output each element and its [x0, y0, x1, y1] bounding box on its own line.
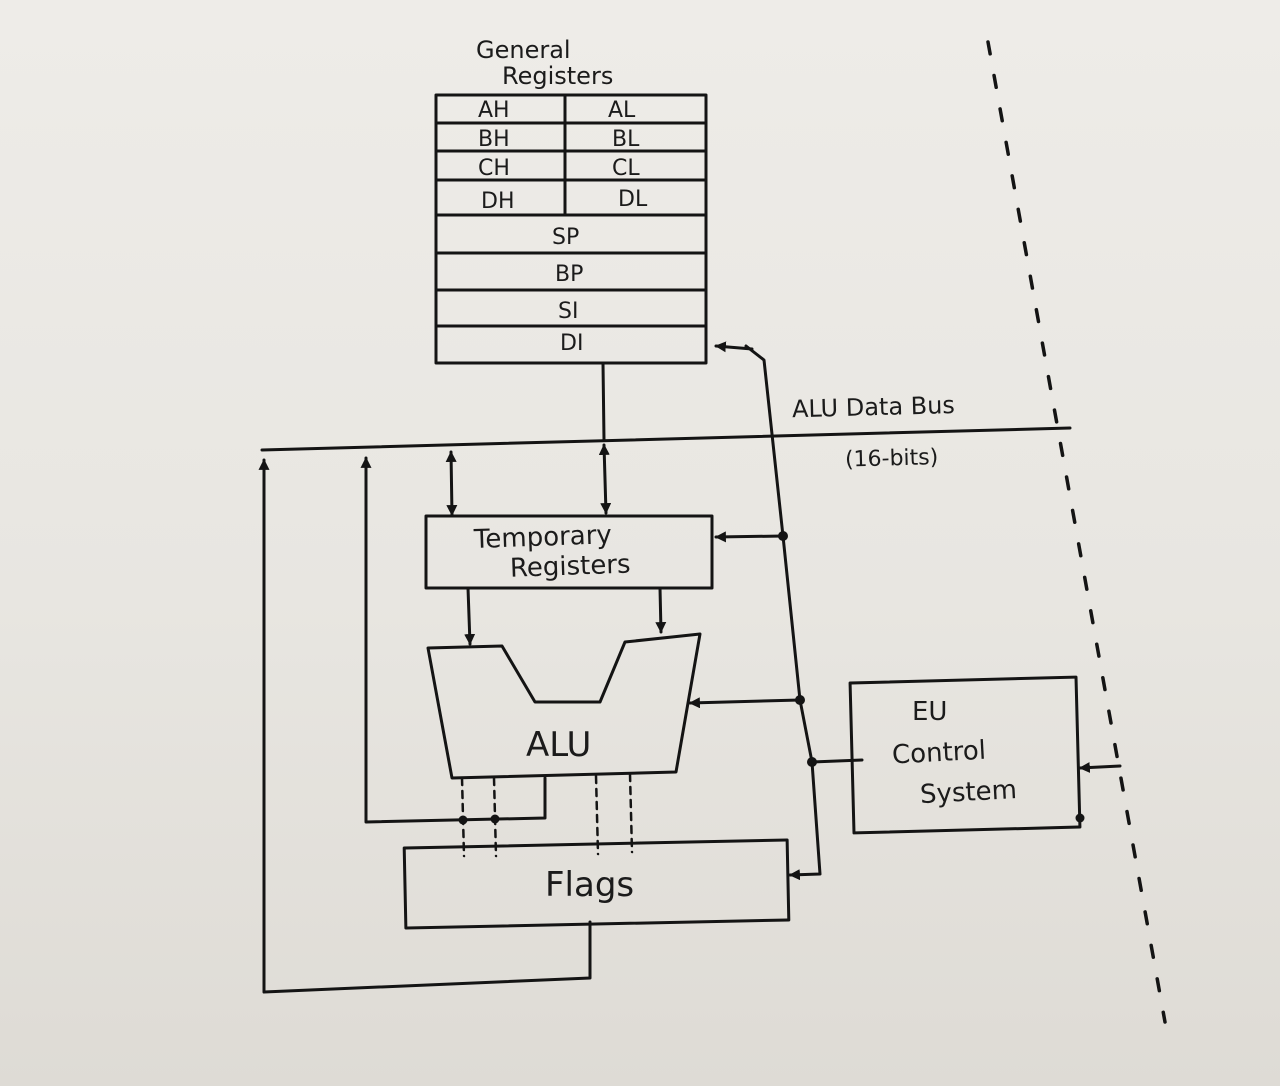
- register-label-high: BH: [478, 127, 510, 152]
- register-label-low: BL: [612, 127, 640, 152]
- alu-data-bus-line: [260, 426, 1072, 452]
- temporary-registers-box: [424, 514, 714, 590]
- pointer-register-label: SI: [558, 299, 578, 324]
- general-registers-frame: [434, 93, 708, 365]
- registers-bus-link: [601, 361, 606, 442]
- pointer-register-label: SP: [552, 225, 579, 250]
- eu-biu-boundary: [986, 40, 1167, 1024]
- general-registers-block: [434, 93, 708, 365]
- pointer-register-label: BP: [555, 262, 583, 287]
- register-label-low: CL: [612, 156, 640, 181]
- register-label-high: CH: [478, 156, 510, 181]
- eu-control-label-line2: Control: [891, 736, 986, 771]
- control-trunk-lower: [798, 698, 814, 764]
- eu-control-system-box: [848, 675, 1082, 835]
- eu-control-label-line3: System: [919, 775, 1017, 810]
- flags-box: [402, 838, 791, 930]
- bus-width-label: (16-bits): [845, 445, 939, 472]
- temp-to-alu-right: [655, 586, 667, 634]
- bus-temp-link: [598, 443, 612, 515]
- control-trunk-upper: [781, 534, 802, 702]
- flags-feedback-path: [258, 458, 592, 994]
- temp-to-alu-left: [464, 586, 476, 646]
- alu-shape: [426, 632, 702, 780]
- pointer-register-label: DI: [560, 331, 583, 356]
- control-line-flags: [788, 760, 822, 881]
- register-label-high: DH: [481, 189, 514, 214]
- alu-label: ALU: [526, 725, 591, 765]
- temporary-registers-label-line2: Registers: [509, 550, 631, 584]
- control-arrow-alu: [688, 697, 802, 709]
- general-registers-title-line1: General: [476, 36, 571, 64]
- alu-data-bus-label: ALU Data Bus: [792, 391, 956, 423]
- eu-input-line: [1078, 762, 1122, 773]
- register-label-low: AL: [608, 98, 636, 123]
- eu-control-label-line1: EU: [912, 697, 947, 727]
- control-arrow-registers: [714, 341, 754, 353]
- general-registers-title-line2: Registers: [502, 62, 613, 90]
- control-line-registers: [744, 344, 785, 538]
- bus-temp-link-left: [445, 450, 458, 517]
- alu-feedback-path: [360, 456, 547, 824]
- temporary-registers-label-line1: Temporary: [472, 520, 612, 555]
- control-arrow-temp: [714, 531, 785, 543]
- junction-dots: [458, 531, 1085, 825]
- eu-to-trunk: [810, 758, 864, 764]
- register-label-low: DL: [618, 187, 648, 212]
- flags-label: Flags: [545, 865, 634, 905]
- register-label-high: AH: [478, 98, 510, 123]
